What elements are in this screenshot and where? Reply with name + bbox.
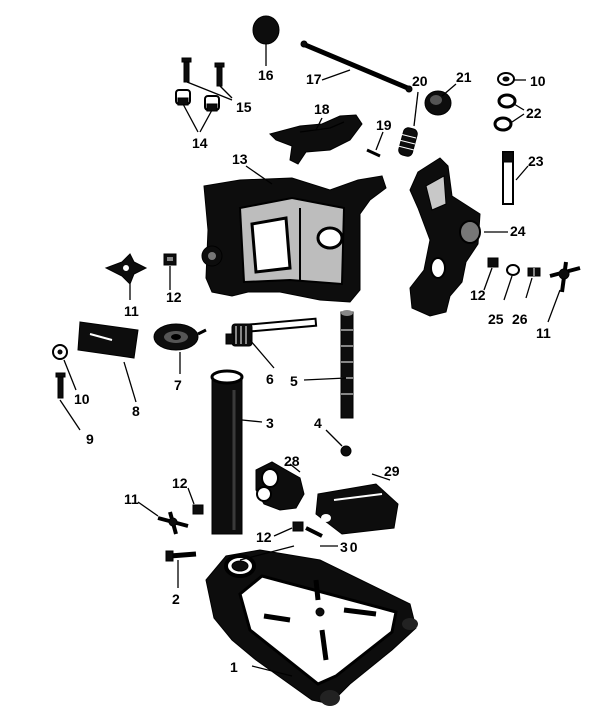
label-26: 26: [512, 311, 528, 327]
part-23-shaft: [502, 151, 514, 205]
part-6-pinion-shaft: [225, 317, 318, 347]
label-17: 17: [306, 71, 322, 87]
label-28: 28: [284, 453, 300, 469]
label-12-right: 12: [470, 287, 486, 303]
part-15-bolts: [181, 57, 225, 87]
label-23: 23: [528, 153, 544, 169]
label-19: 19: [376, 117, 392, 133]
part-12-set-screw-lower: [192, 504, 204, 515]
part-4-nut: [340, 445, 352, 457]
part-2-bolt: [165, 550, 197, 562]
label-5: 5: [290, 373, 298, 389]
label-20: 20: [412, 73, 428, 89]
label-18: 18: [314, 101, 330, 117]
part-17-rod: [300, 40, 413, 93]
label-24: 24: [510, 223, 526, 239]
label-9: 9: [86, 431, 94, 447]
part-16-knob: [252, 15, 280, 45]
part-1-base: [205, 549, 418, 706]
part-25-washer: [506, 264, 520, 276]
label-25: 25: [488, 311, 504, 327]
label-12-collar: 12: [256, 529, 272, 545]
part-19-pin: [366, 148, 381, 158]
part-9-bolt: [55, 372, 66, 399]
part-10-nut-upper: [497, 72, 515, 86]
label-11-lower: 11: [124, 491, 139, 507]
label-6: 6: [266, 371, 274, 387]
label-12-left: 12: [166, 289, 182, 305]
label-11-left: 11: [124, 303, 139, 319]
part-5-rack: [340, 310, 354, 419]
part-8-plate: [77, 321, 139, 359]
part-30-pin: [305, 526, 323, 538]
label-10-right: 10: [530, 73, 546, 89]
label-16: 16: [258, 67, 274, 83]
part-12-set-screw-left: [163, 253, 177, 266]
part-12-set-screw-collar: [292, 521, 304, 532]
label-10-left: 10: [74, 391, 90, 407]
part-12-set-screw-right: [487, 257, 499, 268]
part-26-spacer: [527, 267, 541, 277]
part-21-gear-knob: [424, 90, 452, 116]
label-21: 21: [456, 69, 472, 85]
part-24-quill-housing: [409, 157, 481, 317]
label-7: 7: [174, 377, 182, 393]
part-11-star-knob-left: [104, 253, 148, 285]
label-22: 22: [526, 105, 542, 121]
part-13-head-casting: [201, 175, 387, 303]
label-11-right: 11: [536, 325, 551, 341]
label-15: 15: [236, 99, 252, 115]
label-3: 3: [266, 415, 274, 431]
part-11-handle-lower: [157, 511, 189, 535]
part-18-bracket: [269, 114, 363, 165]
part-29-bracket: [315, 483, 399, 535]
part-11-handle-right: [549, 261, 581, 293]
label-14: 14: [192, 135, 208, 151]
label-1: 1: [230, 659, 238, 675]
part-22-washers: [493, 93, 517, 132]
label-2: 2: [172, 591, 180, 607]
part-20-spring: [397, 127, 418, 157]
label-12-lower: 12: [172, 475, 188, 491]
part-10-nut-left: [52, 344, 68, 360]
label-13: 13: [232, 151, 248, 167]
part-28-collar: [255, 461, 305, 511]
part-labels: 1 2 3 4 5 6 7 8 9 10 10 11 11 11 12 12 1…: [74, 67, 551, 675]
leader-lines: [59, 44, 561, 677]
label-8: 8: [132, 403, 140, 419]
part-7-coil-spring: [153, 323, 207, 351]
label-29: 29: [384, 463, 400, 479]
label-4: 4: [314, 415, 322, 431]
part-3-column: [210, 369, 244, 535]
part-14-nuts: [175, 89, 220, 112]
label-30: 30: [340, 539, 360, 555]
